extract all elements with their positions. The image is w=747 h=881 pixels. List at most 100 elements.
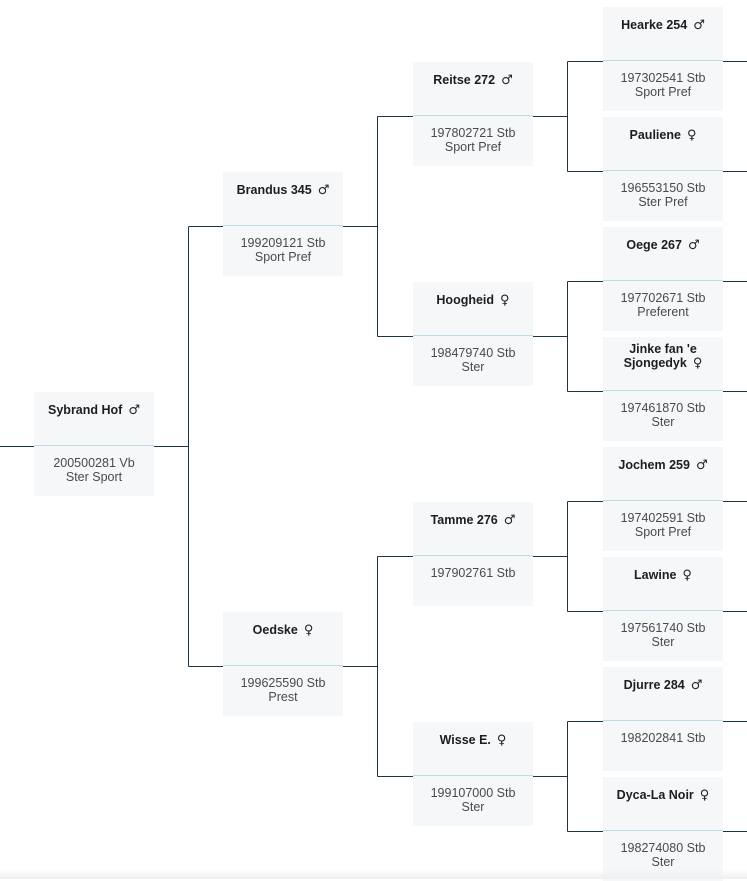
horse-card-header: Hearke 254♂: [603, 7, 723, 61]
horse-details: 197902761 Stb: [413, 566, 533, 580]
horse-name[interactable]: Oedske: [252, 623, 298, 637]
horse-name-row: Brandus 345 ♂: [223, 183, 343, 198]
horse-details: 200500281 Vb Ster Sport: [34, 456, 154, 484]
registration-number: 199107000 Stb: [430, 786, 516, 800]
horse-name[interactable]: Hoogheid: [436, 293, 495, 307]
female-icon: ♀: [699, 788, 710, 803]
registration-number: 197702671 Stb: [620, 291, 706, 305]
female-icon: ♀: [303, 623, 314, 638]
horse-card-header: Dyca-La Noir ♀: [603, 777, 723, 831]
horse-name-row: Lawine ♀: [603, 568, 723, 583]
horse-name-row: Pauliene ♀: [603, 128, 723, 143]
horse-card-sire[interactable]: Brandus 345 ♂ 199209121 Stb Sport Pref: [223, 172, 343, 276]
horse-card-subject[interactable]: Sybrand Hof ♂ 200500281 Vb Ster Sport: [34, 392, 154, 496]
horse-card-header: Djurre 284 ♂: [603, 667, 723, 721]
horse-card-dam[interactable]: Oedske ♀ 199625590 Stb Prest: [223, 612, 343, 716]
horse-details: 197461870 Stb Ster: [603, 401, 723, 429]
male-icon: ♂: [695, 458, 708, 473]
predicate-label: Ster: [651, 635, 675, 649]
horse-name-row: Wisse E. ♀: [413, 733, 533, 748]
horse-card-dam-sire-dam[interactable]: Lawine ♀ 197561740 Stb Ster: [603, 557, 723, 661]
predicate-label: Sport Pref: [444, 140, 502, 154]
registration-number: 197902761 Stb: [430, 566, 516, 580]
horse-name-row: Hearke 254♂: [603, 18, 723, 33]
horse-name-row: Jinke fan 'e Sjongedyk♀: [603, 342, 723, 371]
registration-number: 199209121 Stb: [240, 236, 326, 250]
horse-card-sire-sire-sire[interactable]: Hearke 254♂ 197302541 Stb Sport Pref: [603, 7, 723, 111]
predicate-label: Sport Pref: [254, 250, 312, 264]
horse-name[interactable]: Pauliene: [629, 128, 681, 142]
horse-card-sire-sire[interactable]: Reitse 272 ♂ 197802721 Stb Sport Pref: [413, 62, 533, 166]
horse-name[interactable]: Brandus 345: [236, 183, 312, 197]
registration-number: 197802721 Stb: [430, 126, 516, 140]
horse-name[interactable]: Reitse 272: [433, 73, 496, 87]
predicate-label: Ster: [651, 415, 675, 429]
horse-card-sire-sire-dam[interactable]: Pauliene ♀ 196553150 Stb Ster Pref: [603, 117, 723, 221]
predicate-label: Sport Pref: [634, 525, 692, 539]
horse-card-header: Pauliene ♀: [603, 117, 723, 171]
horse-card-sire-dam-sire[interactable]: Oege 267♂ 197702671 Stb Preferent: [603, 227, 723, 331]
horse-card-dam-dam-sire[interactable]: Djurre 284 ♂ 198202841 Stb: [603, 667, 723, 771]
horse-name-row: Jochem 259 ♂: [603, 458, 723, 473]
registration-number: 198274080 Stb: [620, 841, 706, 855]
female-icon: ♀: [682, 568, 692, 583]
registration-number: 198202841 Stb: [620, 731, 706, 745]
horse-name-row: Oedske ♀: [223, 623, 343, 638]
horse-details: 199107000 Stb Ster: [413, 786, 533, 814]
registration-number: 200500281 Vb: [53, 456, 135, 470]
horse-card-header: Lawine ♀: [603, 557, 723, 611]
female-icon: ♀: [686, 128, 697, 143]
horse-details: 197561740 Stb Ster: [603, 621, 723, 649]
registration-number: 196553150 Stb: [620, 181, 706, 195]
horse-card-header: Brandus 345 ♂: [223, 172, 343, 226]
male-icon: ♂: [128, 403, 140, 418]
registration-number: 197302541 Stb: [620, 71, 706, 85]
horse-name[interactable]: Jochem 259: [618, 458, 690, 472]
horse-name[interactable]: Lawine: [634, 568, 677, 582]
horse-details: 197702671 Stb Preferent: [603, 291, 723, 319]
horse-card-sire-dam-dam[interactable]: Jinke fan 'e Sjongedyk♀ 197461870 Stb St…: [603, 337, 723, 441]
horse-card-dam-dam[interactable]: Wisse E. ♀ 199107000 Stb Ster: [413, 722, 533, 826]
horse-card-dam-sire-sire[interactable]: Jochem 259 ♂ 197402591 Stb Sport Pref: [603, 447, 723, 551]
predicate-label: Ster Pref: [638, 195, 688, 209]
predicate-label: Ster Sport: [65, 470, 123, 484]
predicate-label: Prest: [268, 690, 298, 704]
male-icon: ♂: [690, 678, 703, 693]
horse-card-header: Sybrand Hof ♂: [34, 392, 154, 446]
horse-name[interactable]: Dyca-La Noir: [616, 788, 694, 802]
horse-card-dam-dam-dam[interactable]: Dyca-La Noir ♀ 198274080 Stb Ster: [603, 777, 723, 881]
horse-name[interactable]: Tamme 276: [430, 513, 498, 527]
horse-name-row: Reitse 272 ♂: [413, 73, 533, 88]
horse-name[interactable]: Hearke 254: [621, 18, 688, 32]
male-icon: ♂: [501, 73, 513, 88]
male-icon: ♂: [503, 513, 516, 528]
horse-card-header: Oedske ♀: [223, 612, 343, 666]
horse-name[interactable]: Oege 267: [626, 238, 682, 252]
horse-card-header: Hoogheid ♀: [413, 282, 533, 336]
predicate-label: Ster: [651, 855, 675, 869]
horse-card-sire-dam[interactable]: Hoogheid ♀ 198479740 Stb Ster: [413, 282, 533, 386]
female-icon: ♀: [500, 293, 510, 308]
bottom-scroll-fade: [0, 869, 747, 879]
horse-name[interactable]: Wisse E.: [439, 733, 491, 747]
horse-card-header: Tamme 276 ♂: [413, 502, 533, 556]
horse-name-row: Oege 267♂: [603, 238, 723, 253]
predicate-label: Ster: [461, 800, 485, 814]
horse-details: 196553150 Stb Ster Pref: [603, 181, 723, 209]
horse-details: 199625590 Stb Prest: [223, 676, 343, 704]
registration-number: 197561740 Stb: [620, 621, 706, 635]
horse-details: 198479740 Stb Ster: [413, 346, 533, 374]
registration-number: 199625590 Stb: [240, 676, 326, 690]
female-icon: ♀: [496, 733, 507, 748]
horse-details: 199209121 Stb Sport Pref: [223, 236, 343, 264]
registration-number: 198479740 Stb: [430, 346, 516, 360]
horse-name[interactable]: Sybrand Hof: [48, 403, 123, 417]
horse-details: 197402591 Stb Sport Pref: [603, 511, 723, 539]
horse-card-dam-sire[interactable]: Tamme 276 ♂ 197902761 Stb: [413, 502, 533, 606]
horse-name-line-1[interactable]: Jinke fan 'e: [629, 342, 697, 356]
male-icon: ♂: [317, 183, 330, 198]
horse-name-line-2[interactable]: Sjongedyk: [623, 356, 687, 370]
horse-name[interactable]: Djurre 284: [623, 678, 685, 692]
